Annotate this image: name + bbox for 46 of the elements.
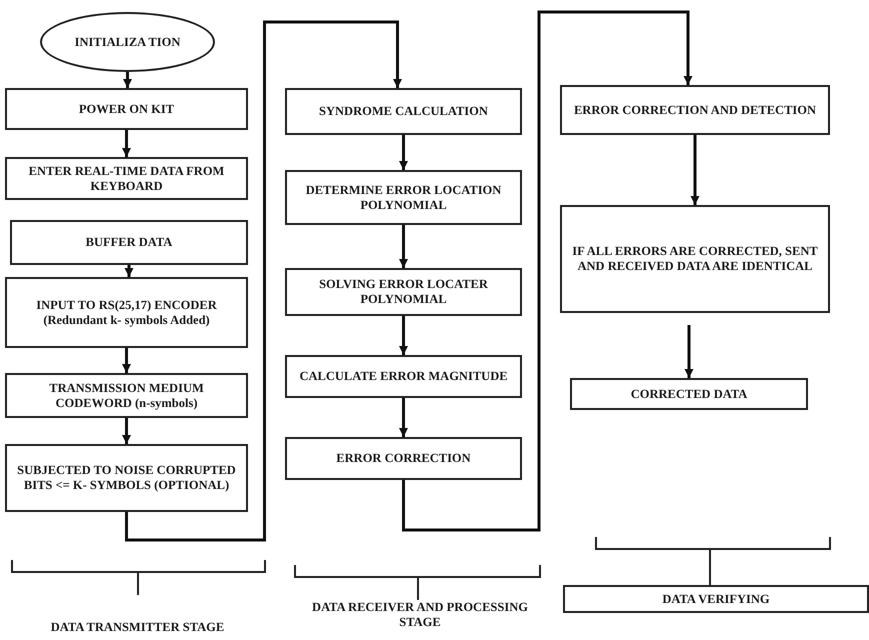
arrow xyxy=(399,225,408,268)
process-box xyxy=(285,88,522,135)
process-box xyxy=(560,85,830,135)
process-box xyxy=(5,157,248,200)
process-box xyxy=(285,355,522,398)
node-text: POWER ON KIT xyxy=(78,102,174,116)
node-text: SOLVING ERROR LOCATER POLYNOMIAL xyxy=(318,277,489,307)
node-text: BUFFER DATA xyxy=(86,235,172,250)
process-box xyxy=(560,205,830,313)
arrow xyxy=(124,265,134,277)
node-text: INPUT TO RS(25,17) ENCODER (Redundant k- symbols Added) xyxy=(35,298,218,328)
arrow xyxy=(125,20,402,542)
process-box xyxy=(285,268,522,316)
node-text: IF ALL ERRORS ARE CORRECTED, SENT AND RECEIVED DATA ARE IDENTICAL xyxy=(571,244,819,274)
node-text: DETERMINE ERROR LOCATION POLYNOMIAL xyxy=(304,182,502,212)
node-text: SUBJECTED TO NOISE CORRUPTED BITS <= K- SYMBOLS (OPTIONAL) xyxy=(16,463,237,493)
arrow xyxy=(123,72,132,88)
node-text: CALCULATE ERROR MAGNITUDE xyxy=(299,369,508,384)
process-box xyxy=(563,585,869,613)
node-text: ERROR CORRECTION AND DETECTION xyxy=(574,102,816,118)
arrow xyxy=(399,398,408,437)
stage-label: DATA RECEIVER AND PROCESSING STAGE xyxy=(311,600,529,630)
arrow xyxy=(399,316,408,355)
process-box xyxy=(5,277,248,348)
arrow xyxy=(122,348,131,373)
arrow xyxy=(684,325,694,378)
process-box xyxy=(10,220,248,265)
arrow xyxy=(122,130,131,157)
process-box xyxy=(285,437,522,480)
arrow xyxy=(122,418,131,444)
node-text: CORRECTED DATA xyxy=(630,386,748,402)
node-text: ENTER REAL-TIME DATA FROM KEYBOARD xyxy=(28,164,226,194)
stage-label: DATA TRANSMITTER STAGE xyxy=(50,620,226,635)
process-box xyxy=(570,378,808,410)
process-box xyxy=(5,88,248,130)
process-box xyxy=(5,444,248,512)
node-text: SYNDROME CALCULATION xyxy=(319,104,488,119)
arrow xyxy=(690,135,700,205)
node-text: INITIALIZA TION xyxy=(74,34,180,50)
node-text: DATA VERIFYING xyxy=(662,592,770,606)
process-box xyxy=(5,373,248,418)
node-text: ERROR CORRECTION xyxy=(336,451,471,466)
node-text: TRANSMISSION MEDIUM CODEWORD (n-symbols) xyxy=(48,380,205,410)
arrow xyxy=(399,135,408,170)
process-box xyxy=(285,170,522,225)
arrow xyxy=(402,10,692,532)
